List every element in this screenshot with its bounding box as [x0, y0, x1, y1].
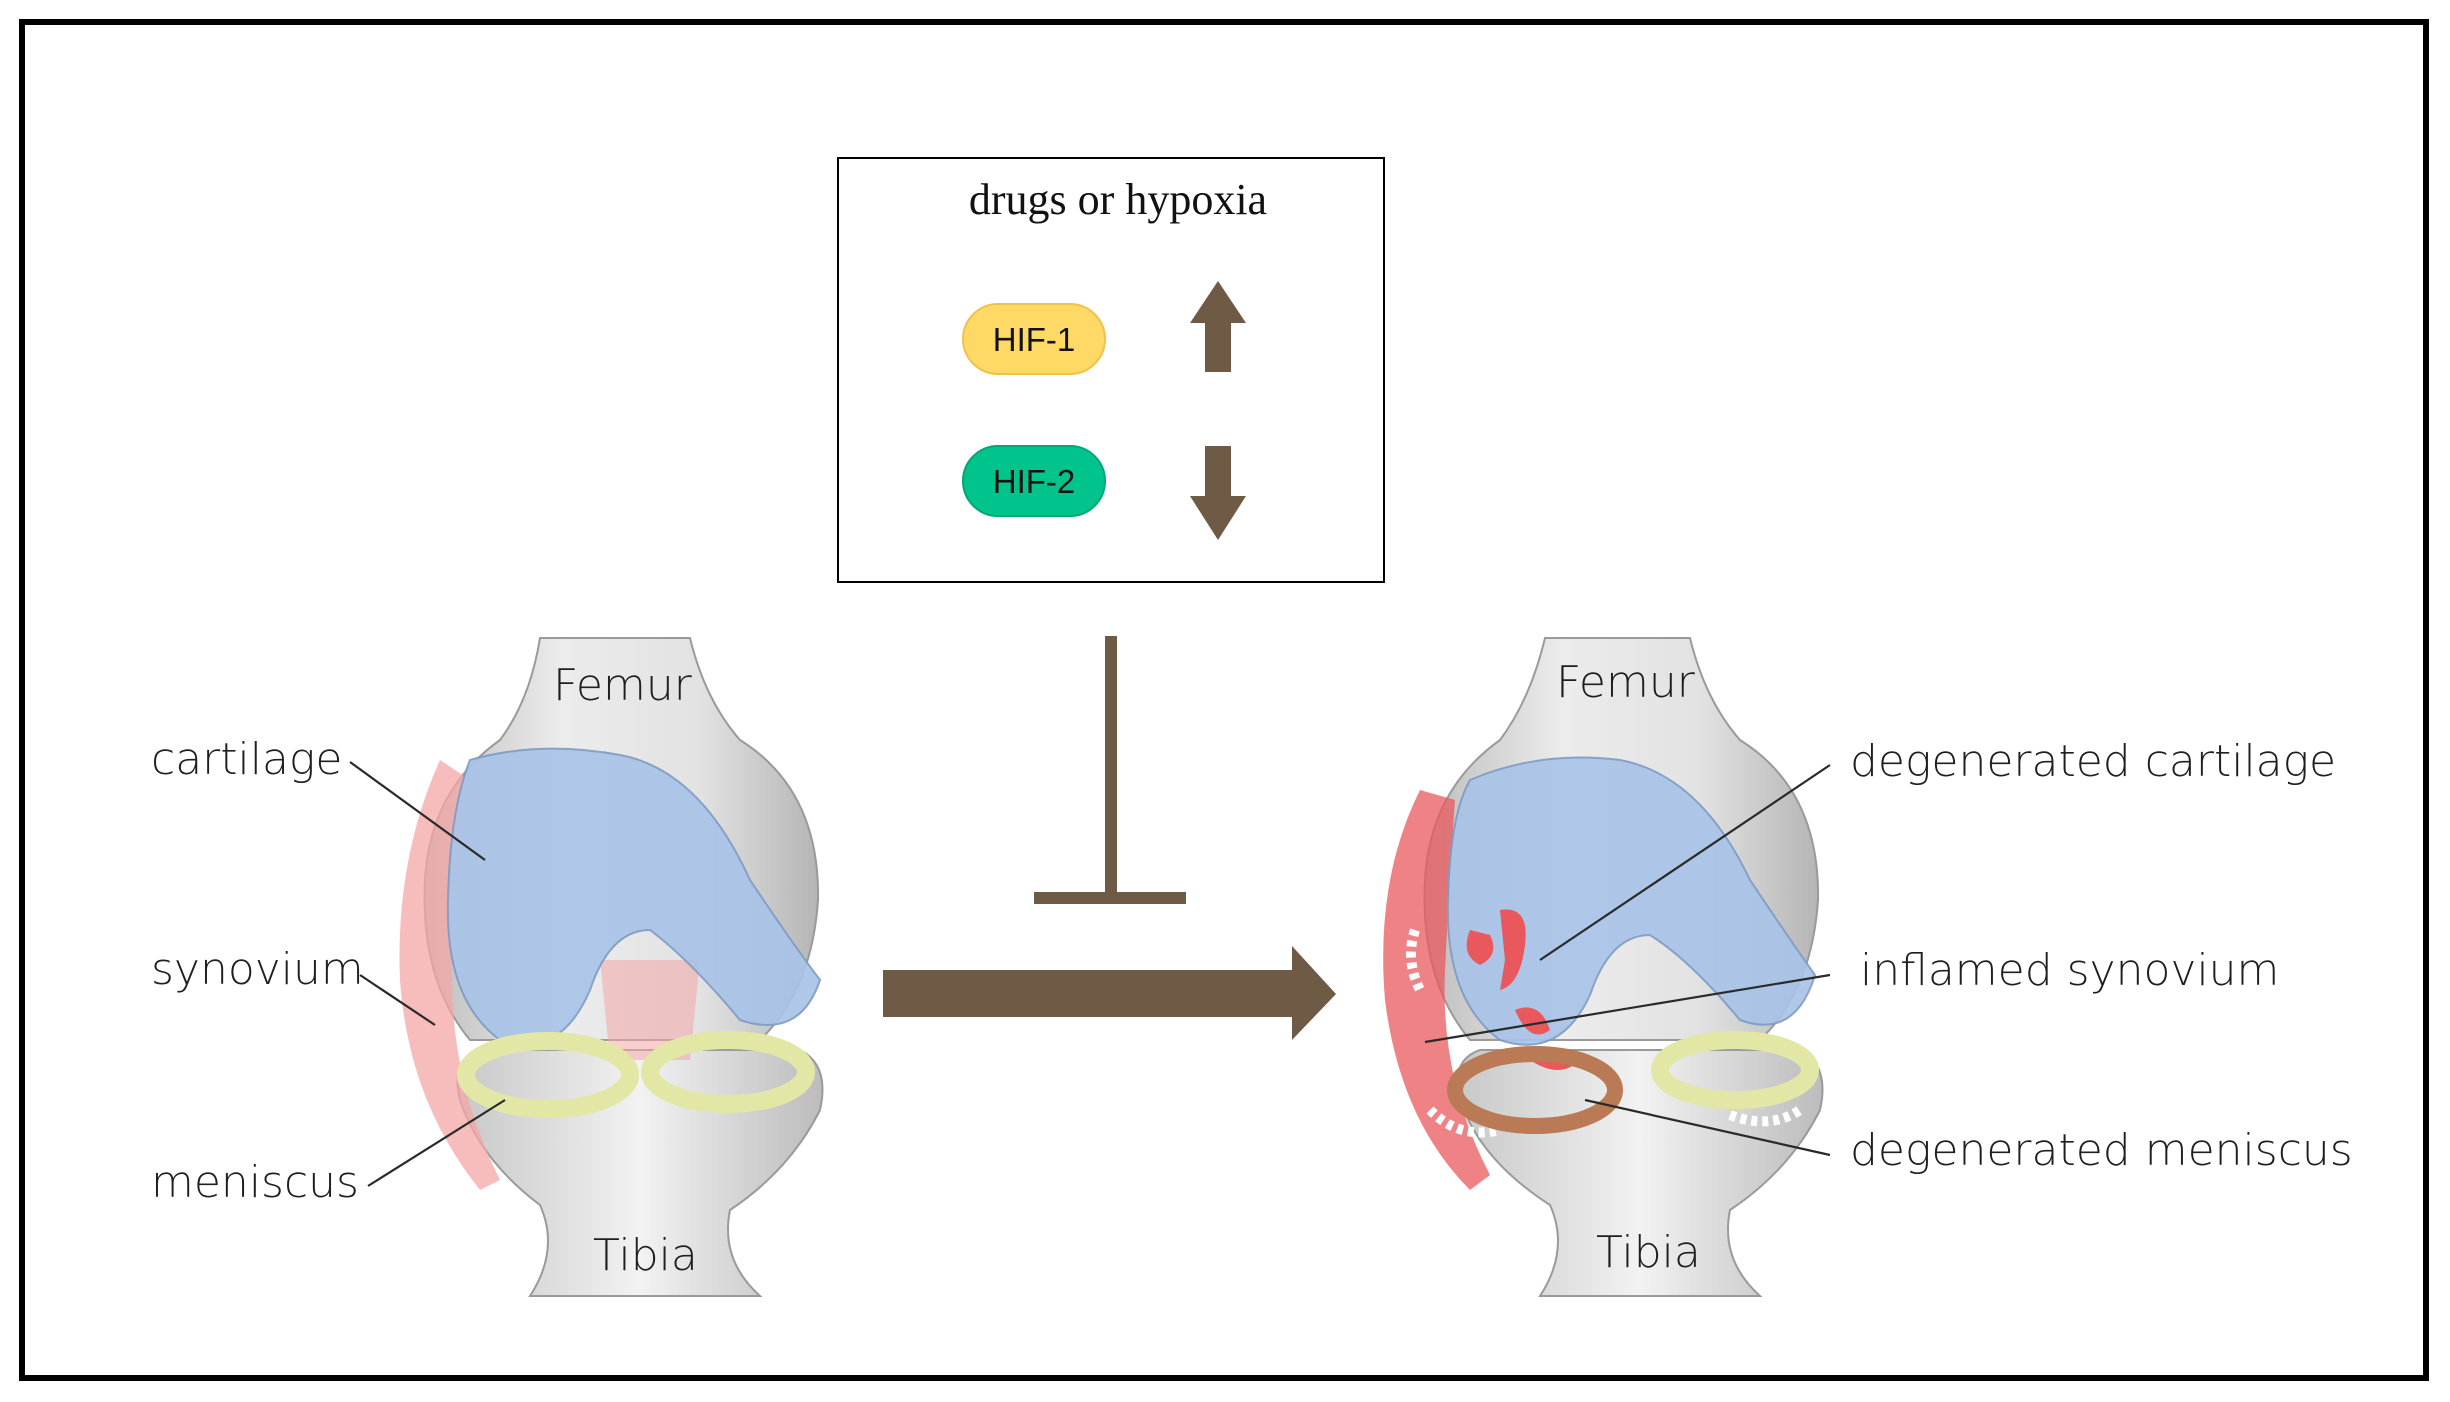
meniscus-right-oa	[1651, 1031, 1819, 1109]
synovium	[399, 760, 500, 1190]
label-meniscus: meniscus	[151, 1157, 359, 1208]
osteophytes	[1406, 928, 1803, 1138]
label-inflamed-synovium: inflamed synovium	[1860, 945, 2279, 996]
label-femur-right: Femur	[1556, 657, 1696, 708]
cartilage-lesion-1	[1466, 930, 1494, 965]
hif1-pill	[962, 303, 1106, 375]
hif2-pill	[962, 445, 1106, 517]
up-arrow-icon	[1190, 281, 1246, 372]
label-femur-left: Femur	[553, 660, 693, 711]
condition-box-border	[837, 157, 1385, 583]
osteoarthritic-knee	[1383, 637, 1824, 1297]
inflamed-synovium	[1383, 790, 1490, 1190]
condition-box-title: drugs or hypoxia	[969, 175, 1267, 224]
leader-meniscus	[367, 1099, 506, 1187]
synovium-inner	[600, 960, 700, 1060]
figure-frame	[19, 19, 2429, 1381]
healthy-knee	[399, 637, 824, 1297]
label-tibia-left: Tibia	[593, 1230, 698, 1281]
degenerated-meniscus	[1447, 1046, 1623, 1134]
leader-inflamed-synovium	[1424, 973, 1831, 1044]
meniscus-left	[457, 1032, 639, 1118]
hif1-label: HIF-1	[993, 321, 1076, 358]
cartilage-lesion-3	[1515, 1007, 1550, 1035]
leader-degenerated-meniscus	[1584, 1098, 1831, 1157]
cartilage	[446, 747, 822, 1046]
label-degenerated-meniscus: degenerated meniscus	[1850, 1125, 2353, 1176]
down-arrow-icon	[1190, 446, 1246, 540]
label-cartilage: cartilage	[151, 734, 342, 785]
progression-arrow-icon	[883, 946, 1336, 1040]
leader-degenerated-cartilage	[1539, 764, 1831, 961]
label-tibia-right: Tibia	[1596, 1227, 1701, 1278]
hif2-label: HIF-2	[993, 463, 1076, 500]
label-degenerated-cartilage: degenerated cartilage	[1850, 736, 2336, 787]
leader-cartilage	[349, 761, 486, 861]
meniscus-right	[641, 1031, 815, 1113]
leader-synovium	[359, 974, 436, 1026]
label-synovium: synovium	[151, 944, 364, 995]
cartilage-lesion-2	[1500, 909, 1526, 990]
condition-box: drugs or hypoxia HIF-1 HIF-2	[837, 157, 1385, 583]
inhibition-symbol-icon	[1034, 636, 1186, 904]
degenerated-cartilage	[1446, 756, 1817, 1046]
